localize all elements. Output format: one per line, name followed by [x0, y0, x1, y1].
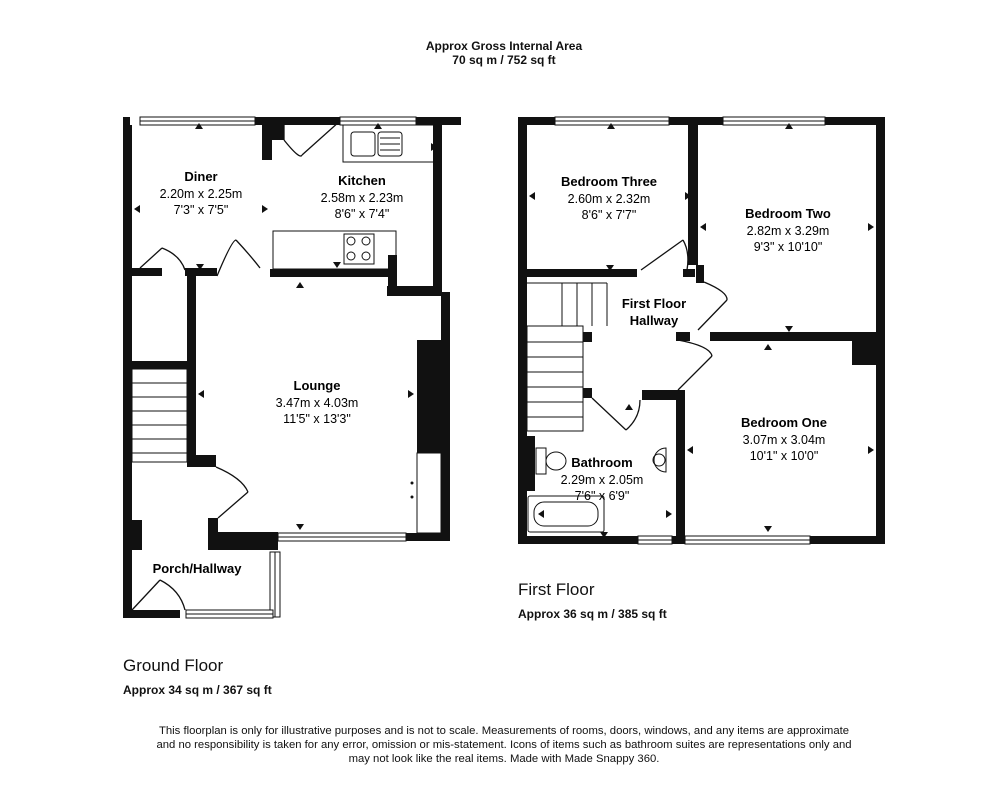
lounge-fittings — [410, 340, 442, 534]
disclaimer-line-1: This floorplan is only for illustrative … — [158, 725, 850, 737]
first-floor-title: First Floor — [518, 580, 595, 599]
room-label-kitchen: Kitchen — [338, 173, 386, 188]
room-dim-bathroom-metric: 2.29m x 2.05m — [561, 473, 644, 487]
room-label-bedroom-three: Bedroom Three — [561, 174, 657, 189]
room-dim-lounge-imperial: 11'5" x 13'3" — [283, 412, 351, 426]
room-label-bedroom-one: Bedroom One — [741, 415, 827, 430]
first-floor-area: Approx 36 sq m / 385 sq ft — [518, 607, 667, 621]
disclaimer: This floorplan is only for illustrative … — [100, 724, 908, 766]
kitchen-fittings — [272, 124, 442, 270]
first-floor-windows — [554, 116, 826, 545]
room-dim-bathroom-imperial: 7'6" x 6'9" — [575, 489, 630, 503]
first-floor-plan — [518, 116, 885, 545]
ground-floor-title: Ground Floor — [123, 656, 224, 675]
first-floor-stairs — [526, 282, 608, 432]
room-dim-bedroom-two-metric: 2.82m x 3.29m — [747, 224, 830, 238]
ground-floor-plan — [123, 116, 461, 619]
first-floor-walls — [518, 117, 885, 544]
room-dim-bedroom-two-imperial: 9'3" x 10'10" — [754, 240, 823, 254]
room-label-first-floor-hallway-2: Hallway — [630, 313, 679, 328]
room-label-bedroom-two: Bedroom Two — [745, 206, 831, 221]
first-floor-dimension-arrows — [529, 123, 874, 538]
ground-floor-stairs — [131, 368, 188, 463]
ground-floor-dimension-arrows — [134, 123, 437, 530]
ground-floor-windows — [139, 116, 417, 617]
room-dim-bedroom-one-metric: 3.07m x 3.04m — [743, 433, 826, 447]
room-label-porch-hallway: Porch/Hallway — [153, 561, 243, 576]
disclaimer-line-2: and no responsibility is taken for any e… — [156, 739, 852, 751]
room-dim-bedroom-one-imperial: 10'1" x 10'0" — [750, 449, 819, 463]
bathroom-fittings — [527, 447, 667, 533]
room-dim-bedroom-three-imperial: 8'6" x 7'7" — [582, 208, 637, 222]
disclaimer-line-3: may not look like the real items. Made w… — [348, 753, 660, 765]
room-labels: Diner 2.20m x 2.25m 7'3" x 7'5" Kitchen … — [153, 169, 831, 576]
room-label-bathroom: Bathroom — [571, 455, 632, 470]
gross-area-title: Approx Gross Internal Area — [425, 39, 583, 53]
room-label-lounge: Lounge — [294, 378, 341, 393]
room-dim-diner-imperial: 7'3" x 7'5" — [174, 203, 229, 217]
gross-area-total: 70 sq m / 752 sq ft — [452, 53, 556, 67]
room-label-diner: Diner — [184, 169, 217, 184]
ground-floor-area: Approx 34 sq m / 367 sq ft — [123, 683, 272, 697]
ground-floor-doors — [131, 120, 341, 611]
room-dim-bedroom-three-metric: 2.60m x 2.32m — [568, 192, 651, 206]
first-floor-doors — [591, 239, 728, 431]
room-dim-kitchen-imperial: 8'6" x 7'4" — [335, 207, 390, 221]
room-dim-diner-metric: 2.20m x 2.25m — [160, 187, 243, 201]
room-dim-kitchen-metric: 2.58m x 2.23m — [321, 191, 404, 205]
room-label-first-floor-hallway-1: First Floor — [622, 296, 686, 311]
room-dim-lounge-metric: 3.47m x 4.03m — [276, 396, 359, 410]
